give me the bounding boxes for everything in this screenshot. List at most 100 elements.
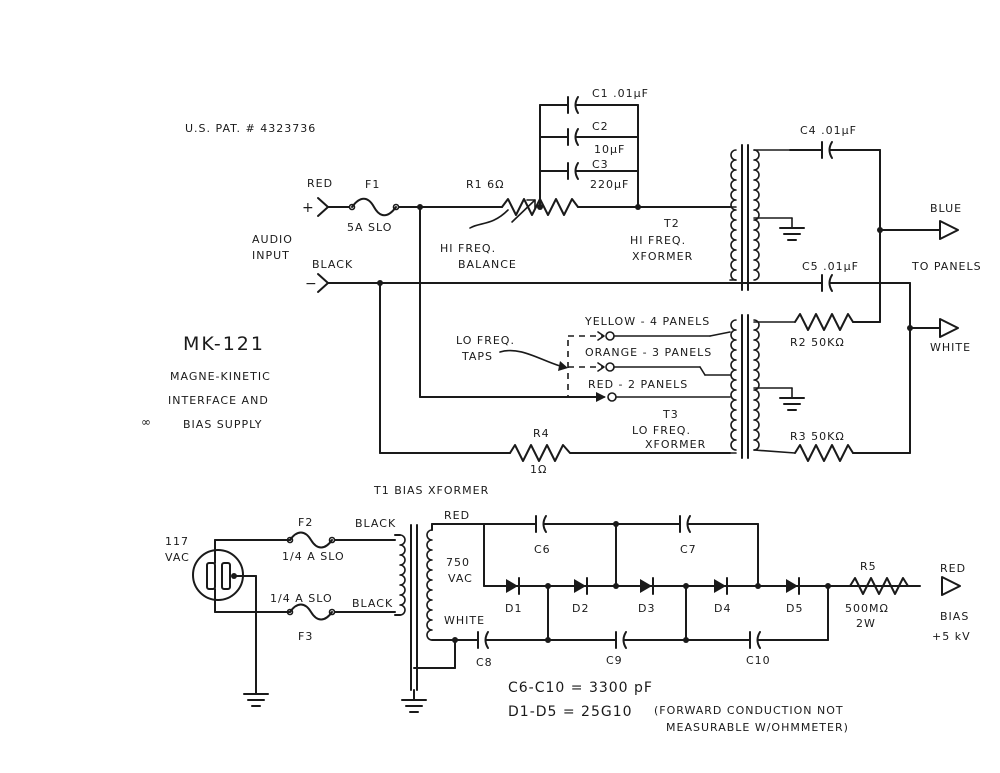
black-input-connector xyxy=(317,273,329,293)
diodes-note: D1-D5 = 25G10 xyxy=(508,704,633,720)
lo-taps-arrow xyxy=(499,349,568,371)
hi-balance-arrow xyxy=(469,209,509,229)
minus-label: − xyxy=(305,276,318,292)
bias-label: BIAS xyxy=(940,610,969,623)
capacitor-c4 xyxy=(789,141,941,323)
t3-label: T3 xyxy=(662,408,679,421)
primary-black-label-1: BLACK xyxy=(355,517,396,530)
secondary-white-label: WHITE xyxy=(444,614,485,627)
ground-ac xyxy=(243,693,269,707)
patent-label: U.S. PAT. # 4323736 xyxy=(185,122,316,135)
t2-label-2: XFORMER xyxy=(632,250,693,263)
f3-label: F3 xyxy=(298,630,313,643)
resistor-r2 xyxy=(794,313,881,331)
multiplier-top xyxy=(483,515,759,587)
tap-red-label: RED - 2 PANELS xyxy=(588,378,688,391)
capacitor-c5 xyxy=(821,274,941,454)
multiplier-bottom xyxy=(454,585,829,649)
lo-taps-label-1: LO FREQ. xyxy=(456,334,515,347)
c1-label: C1 .01μF xyxy=(592,87,649,100)
bias-voltage-label: +5 kV xyxy=(932,630,971,643)
c2-value: 10μF xyxy=(594,143,625,156)
secondary-voltage-1: 750 xyxy=(446,556,470,569)
c3-label: C3 xyxy=(592,158,609,171)
r5-label: R5 xyxy=(860,560,877,573)
audio-input-label-1: AUDIO xyxy=(252,233,293,246)
c2-label: C2 xyxy=(592,120,609,133)
t1-label: T1 BIAS XFORMER xyxy=(373,484,489,497)
lo-taps-label-2: TAPS xyxy=(461,350,493,363)
diode-chain xyxy=(483,577,921,595)
r5-power: 2W xyxy=(856,617,876,630)
bias-output-connector xyxy=(941,576,961,596)
ground-t2 xyxy=(779,217,805,241)
fuse-f2 xyxy=(286,531,396,549)
transformer-t3 xyxy=(729,314,796,459)
c10-label: C10 xyxy=(746,654,771,667)
title-line-3: BIAS SUPPLY xyxy=(183,418,262,431)
c3-value: 220μF xyxy=(590,178,629,191)
vac-label-1: 117 xyxy=(165,535,189,548)
lo-freq-taps xyxy=(419,331,731,402)
blue-output-label: BLUE xyxy=(930,202,962,215)
r2-label: R2 50KΩ xyxy=(790,336,845,349)
secondary-voltage-2: VAC xyxy=(448,572,473,585)
ground-t3 xyxy=(779,387,805,411)
to-panels-label: TO PANELS xyxy=(911,260,982,273)
bottom-rail-wires xyxy=(327,280,823,454)
t3-label-2: XFORMER xyxy=(645,438,706,451)
c7-label: C7 xyxy=(680,543,697,556)
c8-label: C8 xyxy=(476,656,493,669)
f1-rating: 5A SLO xyxy=(347,221,392,234)
d1-label: D1 xyxy=(505,602,522,615)
f3-rating: 1/4 A SLO xyxy=(270,592,333,605)
top-rail-wires xyxy=(327,204,731,398)
hi-balance-label-2: BALANCE xyxy=(458,258,517,271)
tap-yellow-label: YELLOW - 4 PANELS xyxy=(584,315,710,328)
diode-note-1: (FORWARD CONDUCTION NOT xyxy=(654,704,844,717)
transformer-t1 xyxy=(394,523,485,691)
resistor-r5 xyxy=(849,577,909,595)
secondary-red-label: RED xyxy=(444,509,470,522)
r4-value: 1Ω xyxy=(530,463,547,476)
caps-note: C6-C10 = 3300 pF xyxy=(508,680,653,696)
resistor-r4 xyxy=(509,444,576,462)
red-input-label: RED xyxy=(307,177,333,190)
c6-label: C6 xyxy=(534,543,551,556)
title-line-1: MAGNE-KINETIC xyxy=(170,370,271,383)
white-output-connector xyxy=(939,318,959,338)
fuse-f1 xyxy=(348,197,400,217)
c5-label: C5 .01μF xyxy=(802,260,859,273)
f1-label: F1 xyxy=(365,178,380,191)
t2-label: T2 xyxy=(663,217,680,230)
d3-label: D3 xyxy=(638,602,655,615)
white-output-label: WHITE xyxy=(930,341,971,354)
ac-plug xyxy=(192,539,291,695)
resistor-r3 xyxy=(794,444,911,462)
r5-value: 500MΩ xyxy=(845,602,889,615)
title-line-2: INTERFACE AND xyxy=(168,394,269,407)
title-mark: ∞ xyxy=(141,415,152,429)
r3-label: R3 50KΩ xyxy=(790,430,845,443)
fuse-f3 xyxy=(286,603,396,621)
tap-orange-label: ORANGE - 3 PANELS xyxy=(585,346,712,359)
hi-balance-label-1: HI FREQ. xyxy=(440,242,496,255)
d5-label: D5 xyxy=(786,602,803,615)
blue-output-connector xyxy=(939,220,959,240)
black-input-label: BLACK xyxy=(312,258,353,271)
plus-label: + xyxy=(302,200,315,216)
c4-label: C4 .01μF xyxy=(800,124,857,137)
vac-label-2: VAC xyxy=(165,551,190,564)
transformer-t2 xyxy=(729,144,793,291)
model-number: MK-121 xyxy=(183,333,265,355)
r1-label: R1 6Ω xyxy=(466,178,505,191)
t3-label-1: LO FREQ. xyxy=(632,424,691,437)
f2-rating: 1/4 A SLO xyxy=(282,550,345,563)
t2-label-1: HI FREQ. xyxy=(630,234,686,247)
r4-label: R4 xyxy=(533,427,550,440)
f2-label: F2 xyxy=(298,516,313,529)
d4-label: D4 xyxy=(714,602,731,615)
c9-label: C9 xyxy=(606,654,623,667)
